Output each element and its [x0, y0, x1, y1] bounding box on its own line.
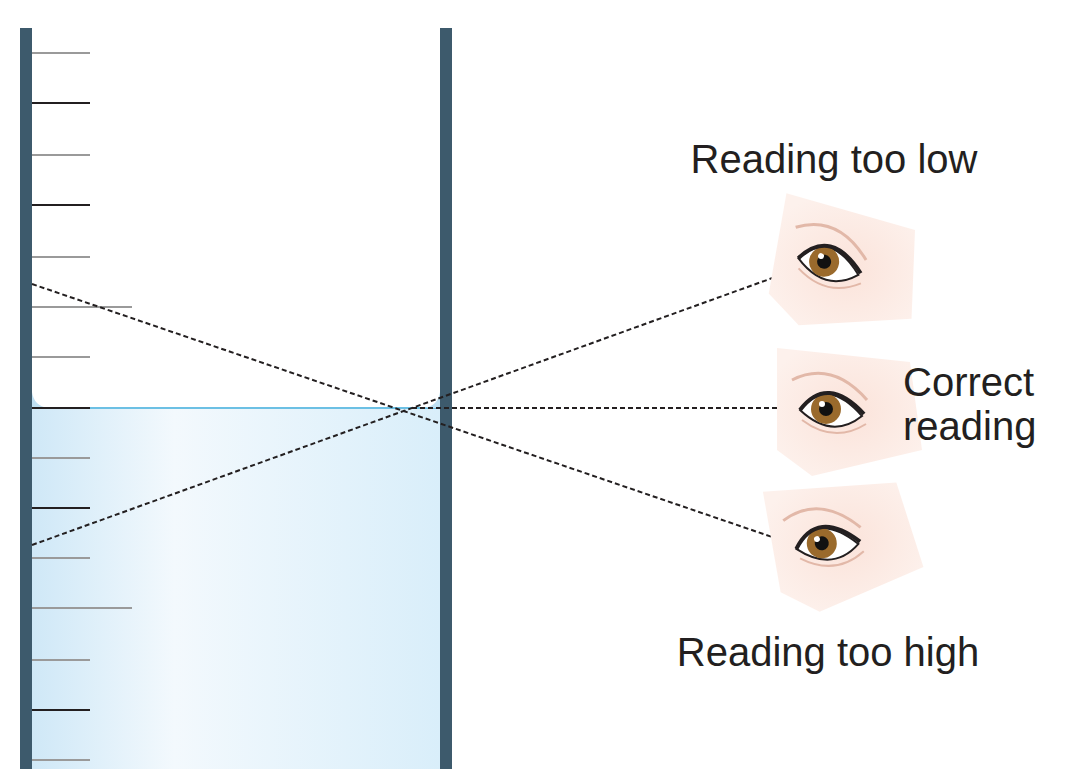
graduation-mark	[32, 356, 90, 358]
graduation-mark	[32, 407, 90, 409]
pupil	[816, 254, 832, 270]
graduation-mark	[32, 256, 90, 258]
eye	[777, 348, 922, 476]
lower-lid	[796, 268, 861, 292]
liquid	[32, 408, 440, 769]
lower-lid	[802, 420, 866, 433]
eye-highlight	[818, 253, 825, 260]
graduation-mark	[32, 507, 90, 509]
meniscus	[32, 392, 48, 408]
skin-patch	[777, 348, 922, 476]
eye-white	[794, 523, 861, 566]
skin-patch	[764, 193, 929, 344]
liquid-surface	[32, 407, 440, 409]
graduation-mark	[32, 457, 90, 459]
graduation-mark	[32, 102, 90, 104]
cylinder-wall	[440, 28, 452, 769]
sight-lines	[32, 276, 784, 545]
graduation-mark	[32, 709, 90, 711]
lower-lid	[800, 547, 865, 571]
view-label: Reading too low	[691, 137, 978, 181]
upper-lid	[793, 521, 860, 553]
eye	[764, 193, 929, 344]
graduation-mark	[32, 759, 90, 761]
pupil	[814, 535, 830, 551]
graduation-mark	[32, 659, 90, 661]
eye	[763, 467, 928, 618]
view-label: Correct reading	[903, 360, 1065, 448]
graduation-mark	[32, 306, 132, 308]
skin-patch	[763, 467, 928, 618]
graduation-mark	[32, 154, 90, 156]
pupil	[819, 402, 833, 416]
graduation-marks	[32, 53, 132, 760]
cylinder-wall	[20, 28, 32, 769]
graduation-mark	[32, 204, 90, 206]
eye-highlight	[813, 536, 820, 543]
graduation-mark	[32, 557, 90, 559]
iris	[811, 394, 841, 424]
upper-lid	[798, 241, 865, 273]
graduation-mark	[32, 607, 132, 609]
graduation-mark	[32, 52, 90, 54]
upper-lid	[800, 393, 864, 414]
view-label: Reading too high	[677, 630, 979, 674]
eye-highlight	[819, 401, 825, 407]
